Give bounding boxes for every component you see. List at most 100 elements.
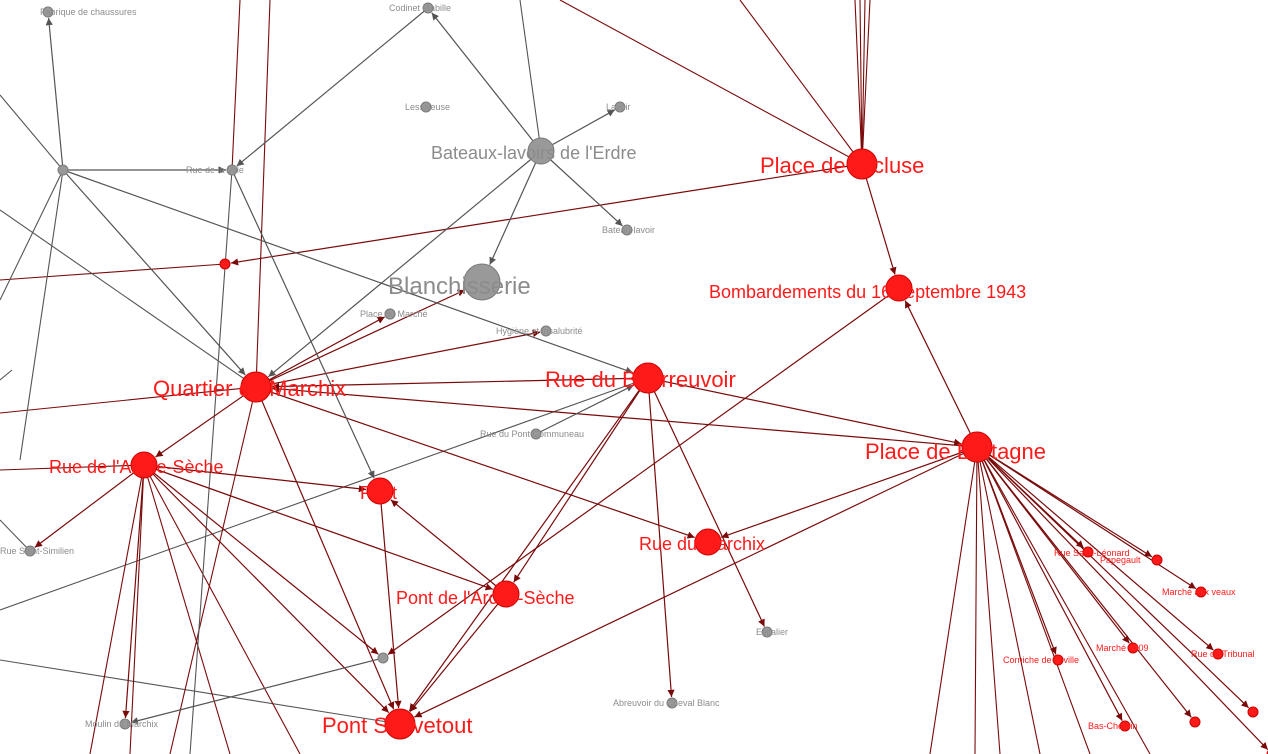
edge-pont-to-pont-sauvetout — [379, 490, 402, 709]
label-hygiene: Hygiène et insalubrité — [496, 326, 583, 336]
edge-offscreen — [143, 464, 231, 754]
node-lessiveuse[interactable] — [420, 101, 432, 113]
edge-rue-arche-seche-to-pont-arche-seche — [143, 464, 494, 591]
edge-place-bretagne-to-corniche — [976, 446, 1057, 655]
edge-place-bretagne-to-quartier-marchix — [271, 385, 978, 448]
label-pont-arche-seche: Pont de l'Arche-Sèche — [396, 588, 575, 608]
nodes-layer — [24, 2, 1268, 754]
edge-mid-gray-to-pont — [231, 169, 375, 479]
edge-offscreen — [231, 0, 241, 171]
node-rue-tribunal[interactable] — [1212, 648, 1224, 660]
node-codinet[interactable] — [422, 2, 434, 14]
node-marche-veaux[interactable] — [1195, 586, 1207, 598]
node-rue-lavoir[interactable] — [1189, 716, 1201, 728]
node-escalier[interactable] — [761, 626, 773, 638]
node-place-marche[interactable] — [384, 308, 396, 320]
edge-place-bretagne-to-rue-marchix — [721, 446, 978, 539]
node-bateau-lavoir[interactable] — [621, 224, 633, 236]
edge-bateaux-lavoirs-to-bateau-lavoir — [540, 150, 623, 227]
edge-offscreen — [861, 0, 866, 165]
node-place-bretagne[interactable] — [961, 431, 993, 463]
node-right-small-1[interactable] — [1247, 706, 1259, 718]
edge-pont-gray-to-moulin-marchix — [130, 657, 384, 725]
edge-offscreen — [854, 0, 863, 165]
edge-rue-arche-seche-to-pont — [143, 464, 367, 493]
label-rue-bourreuvoir: Rue du Bourreuvoir — [545, 367, 736, 392]
edge-offscreen — [519, 0, 542, 152]
edge-place-ecluse-to-left-small-red — [230, 163, 863, 266]
edge-rue-bourreuvoir-to-pont-sauvetout — [408, 377, 649, 712]
node-pont[interactable] — [366, 477, 394, 505]
node-rue-st-similien[interactable] — [24, 545, 36, 557]
edge-place-bretagne-to-pont-sauvetout — [414, 446, 978, 718]
edge-offscreen — [129, 464, 145, 754]
edge-offscreen — [169, 386, 257, 754]
label-bateaux-lavoirs: Bateaux-lavoirs de l'Erdre — [431, 143, 637, 163]
edge-offscreen — [976, 446, 1151, 754]
label-mid-gray: Rue de la Ville — [186, 165, 244, 175]
node-lavoir[interactable] — [614, 101, 626, 113]
node-hygiene[interactable] — [540, 325, 552, 337]
edge-place-ecluse-to-bombardements — [861, 163, 897, 275]
label-place-ecluse: Place de l'écluse — [760, 153, 924, 178]
label-marche-veaux: Marché aux veaux — [1162, 587, 1236, 597]
node-marche-1909[interactable] — [1127, 642, 1139, 654]
node-mid-gray[interactable] — [226, 164, 238, 176]
edge-left-gray-to-quartier-marchix — [62, 169, 246, 376]
label-pont-sauvetout: Pont Sauvetout — [322, 713, 472, 738]
label-lessiveuse: Lessiveuse — [405, 102, 450, 112]
edge-left-gray-to-top-left — [45, 17, 64, 171]
edge-quartier-marchix-to-rue-marchix — [255, 386, 695, 539]
label-lavoir: Lavoir — [606, 102, 631, 112]
label-top-left: Fabrique de chaussures — [40, 7, 137, 17]
node-bateaux-lavoirs[interactable] — [527, 137, 555, 165]
edge-offscreen — [0, 519, 31, 552]
edge-place-bretagne-to-right-small-1 — [976, 446, 1250, 709]
edge-rue-arche-seche-to-pont-gray — [143, 464, 379, 655]
edge-rue-bourreuvoir-to-escalier — [647, 377, 765, 627]
node-rue-communeau[interactable] — [530, 428, 542, 440]
node-rue-arche-seche[interactable] — [130, 451, 158, 479]
label-pont: Pont — [360, 483, 397, 503]
node-bas-chemin[interactable] — [1119, 720, 1131, 732]
edge-place-bretagne-to-right-small-2 — [976, 446, 1268, 751]
node-moulin-marchix[interactable] — [119, 718, 131, 730]
edge-offscreen — [976, 446, 1041, 754]
edge-offscreen — [19, 169, 64, 461]
node-quartier-marchix[interactable] — [240, 371, 272, 403]
node-left-gray[interactable] — [57, 164, 69, 176]
edge-offscreen — [0, 464, 145, 471]
node-rue-bourreuvoir[interactable] — [632, 362, 664, 394]
node-left-small-red[interactable] — [219, 258, 231, 270]
label-quartier-marchix: Quartier du Marchix — [153, 376, 346, 401]
edge-quartier-marchix-to-place-marche — [255, 316, 386, 388]
node-corniche[interactable] — [1052, 654, 1064, 666]
label-rue-st-similien: Rue Saint-Similien — [0, 546, 74, 556]
node-rue-marchix[interactable] — [694, 528, 722, 556]
node-place-ecluse[interactable] — [846, 148, 878, 180]
edge-rue-bourreuvoir-to-quartier-marchix — [271, 377, 649, 391]
node-top-left[interactable] — [42, 6, 54, 18]
node-papegault[interactable] — [1151, 554, 1163, 566]
edge-offscreen — [89, 464, 145, 754]
node-bombardements[interactable] — [885, 274, 913, 302]
edge-offscreen — [0, 377, 649, 611]
edge-bateaux-lavoirs-to-codinet — [431, 12, 542, 152]
edge-offscreen — [0, 659, 401, 725]
label-bateau-lavoir: Bateau-lavoir — [602, 225, 655, 235]
label-codinet: Codinet Mabille — [389, 3, 451, 13]
edge-place-bretagne-to-rue-lavoir — [976, 446, 1192, 718]
node-blanchisserie[interactable] — [463, 263, 501, 301]
edge-place-bretagne-to-rue-tribunal — [976, 446, 1214, 651]
node-abreuvoir[interactable] — [666, 697, 678, 709]
edge-offscreen — [255, 0, 271, 388]
edge-bateaux-lavoirs-to-lavoir — [540, 109, 616, 152]
edge-codinet-to-mid-gray — [236, 7, 429, 167]
node-pont-arche-seche[interactable] — [492, 580, 520, 608]
node-rue-sac-small[interactable] — [1082, 546, 1094, 558]
node-pont-gray[interactable] — [377, 652, 389, 664]
node-pont-sauvetout[interactable] — [384, 708, 416, 740]
label-blanchisserie: Blanchisserie — [388, 273, 531, 300]
edge-offscreen — [0, 369, 13, 381]
edge-offscreen — [0, 94, 64, 171]
